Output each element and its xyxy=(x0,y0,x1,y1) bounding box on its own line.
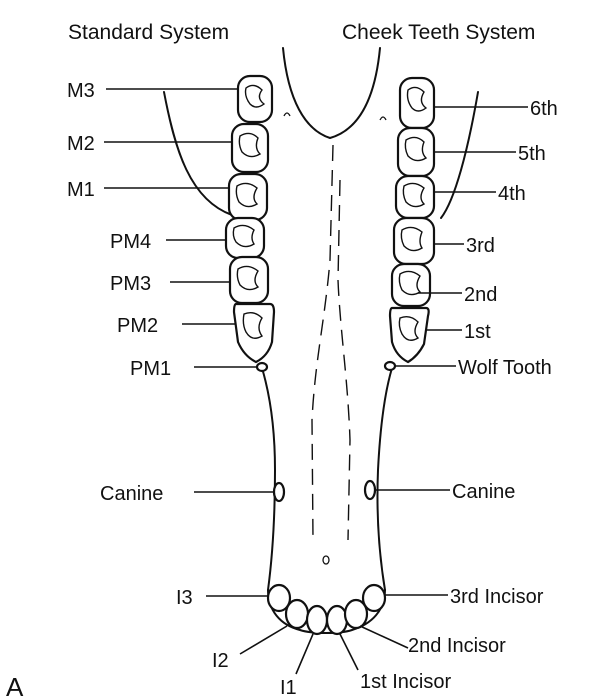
panel-letter: A xyxy=(6,672,24,700)
tooth-1st xyxy=(390,308,429,362)
label-1st: 1st xyxy=(464,321,491,343)
tooth-3rd xyxy=(394,218,434,264)
label-m1: M1 xyxy=(67,179,95,201)
jaw-outline xyxy=(164,48,478,590)
label-i2: I2 xyxy=(212,650,229,672)
tooth-wolf-right xyxy=(385,362,395,370)
label-m3: M3 xyxy=(67,80,95,102)
label-pm1: PM1 xyxy=(130,358,171,380)
tooth-pm2 xyxy=(234,304,274,362)
canine-right xyxy=(365,481,375,499)
label-3rd: 3rd xyxy=(466,235,495,257)
tooth-6th xyxy=(400,78,434,128)
incisor-i1-right xyxy=(327,606,347,634)
label-i1: I1 xyxy=(280,677,297,699)
label-6th: 6th xyxy=(530,98,558,120)
incisor-i2-left xyxy=(286,600,308,628)
left-cheek-teeth xyxy=(226,76,284,501)
label-pm4: PM4 xyxy=(110,231,151,253)
label-m2: M2 xyxy=(67,133,95,155)
label-1st-incisor: 1st Incisor xyxy=(360,671,451,693)
tooth-2nd xyxy=(392,264,430,306)
tooth-m1 xyxy=(229,174,267,220)
label-canine-left: Canine xyxy=(100,483,163,505)
tooth-m2 xyxy=(232,124,268,172)
incisor-i3-right xyxy=(363,585,385,611)
label-5th: 5th xyxy=(518,143,546,165)
label-2nd-incisor: 2nd Incisor xyxy=(408,635,506,657)
tooth-pm1-wolf xyxy=(257,363,267,371)
tooth-m3 xyxy=(238,76,272,122)
label-i3: I3 xyxy=(176,587,193,609)
label-2nd: 2nd xyxy=(464,284,497,306)
header-standard-system: Standard System xyxy=(68,21,229,44)
label-pm3: PM3 xyxy=(110,273,151,295)
label-3rd-incisor: 3rd Incisor xyxy=(450,586,544,608)
tooth-5th xyxy=(398,128,434,176)
label-4th: 4th xyxy=(498,183,526,205)
canine-left xyxy=(274,483,284,501)
header-cheek-teeth-system: Cheek Teeth System xyxy=(342,21,535,44)
label-pm2: PM2 xyxy=(117,315,158,337)
label-canine-right: Canine xyxy=(452,481,515,503)
tooth-pm3 xyxy=(230,257,268,303)
incisor-i1-left xyxy=(307,606,327,634)
label-wolf-tooth: Wolf Tooth xyxy=(458,357,552,379)
tooth-pm4 xyxy=(226,218,264,258)
tooth-4th xyxy=(396,176,434,218)
right-cheek-teeth xyxy=(365,78,434,499)
